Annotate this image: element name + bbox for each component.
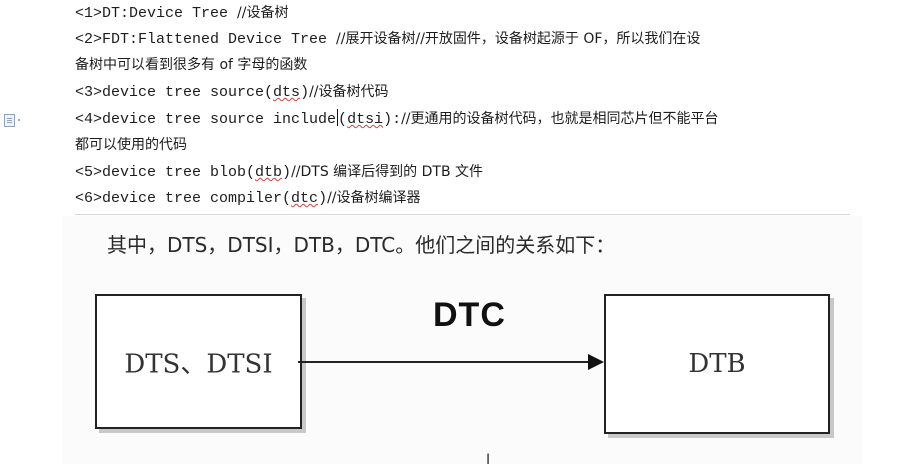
dts-box: DTS、DTSI <box>95 294 302 429</box>
text-line-2: <2>FDT:Flattened Device Tree //展开设备树//开放… <box>75 29 700 50</box>
text-caret <box>337 109 339 126</box>
dtb-label: DTB <box>688 349 746 379</box>
comment-text: //设备树代码 <box>309 84 389 100</box>
comment-text: //设备树编译器 <box>327 190 421 206</box>
code-text: <1>DT:Device Tree <box>75 5 238 22</box>
dts-label: DTS、DTSI <box>124 349 273 379</box>
code-text: ) <box>282 164 292 181</box>
text-line-3: <3>device tree source(dts)//设备树代码 <box>75 82 389 103</box>
text-line-4-continued: 都可以使用的代码 <box>75 137 187 153</box>
divider <box>75 214 850 215</box>
document-icon[interactable] <box>4 114 15 127</box>
dtc-label: DTC <box>433 296 506 334</box>
dtb-box: DTB <box>604 294 830 434</box>
spellcheck-word: dtsi <box>347 111 384 128</box>
text-line-2-continued: 备树中可以看到很多有 of 字母的函数 <box>75 57 308 73</box>
spellcheck-word: dtb <box>255 164 283 181</box>
code-text: <5>device tree blob( <box>75 164 256 181</box>
code-text: ) <box>318 190 328 207</box>
code-text: ) <box>300 84 310 101</box>
spellcheck-word: dts <box>273 84 301 101</box>
code-text: ( <box>338 111 348 128</box>
comment-text: //更通用的设备树代码，也就是相同芯片但不能平台 <box>401 111 719 127</box>
text-line-1: <1>DT:Device Tree //设备树 <box>75 3 288 24</box>
text-cursor-icon: I <box>486 452 491 468</box>
code-text: ): <box>383 111 402 128</box>
arrow-icon <box>298 354 604 370</box>
spellcheck-word: dtc <box>291 190 319 207</box>
comment-text: //设备树 <box>237 5 289 21</box>
text-line-5: <5>device tree blob(dtb)//DTS 编译后得到的 DTB… <box>75 162 483 183</box>
comment-text: //展开设备树//开放固件，设备树起源于 OF，所以我们在设 <box>336 31 701 47</box>
text-line-6: <6>device tree compiler(dtc)//设备树编译器 <box>75 188 421 209</box>
code-text: <2>FDT:Flattened Device Tree <box>75 31 337 48</box>
comment-text: //DTS 编译后得到的 DTB 文件 <box>291 164 484 180</box>
code-text: <6>device tree compiler( <box>75 190 292 207</box>
text-line-4: <4>device tree source include(dtsi)://更通… <box>75 109 719 130</box>
code-text: <3>device tree source( <box>75 84 274 101</box>
figure-caption: 其中，DTS，DTSI，DTB，DTC。他们之间的关系如下： <box>107 233 616 257</box>
code-text: <4>device tree source include <box>75 111 337 128</box>
gutter-dot <box>18 119 20 121</box>
